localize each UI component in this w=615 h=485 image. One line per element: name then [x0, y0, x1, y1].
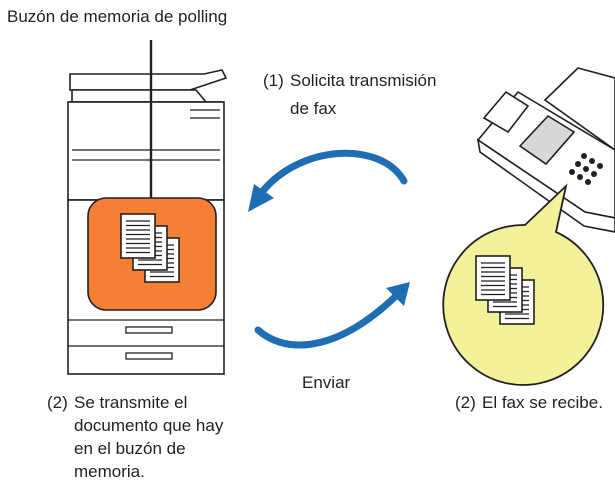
left-caption-number: (2): [47, 393, 68, 412]
left-caption-line-4: memoria.: [74, 462, 145, 481]
mailbox-label: Buzón de memoria de polling: [7, 7, 228, 26]
fax-machine-icon: [476, 67, 615, 233]
fax-keypad-icon: [569, 153, 603, 185]
right-caption-text: El fax se recibe.: [482, 393, 603, 412]
send-label: Enviar: [302, 373, 351, 392]
right-caption: (2) El fax se recibe.: [455, 391, 615, 415]
request-number: (1): [263, 71, 284, 90]
right-caption-number: (2): [455, 393, 476, 412]
left-caption: (2) Se transmite el documento que hay en…: [47, 391, 277, 485]
request-line-2: de fax: [290, 99, 337, 118]
left-caption-line-1: Se transmite el: [74, 393, 188, 412]
left-caption-line-2: documento que hay: [74, 416, 224, 435]
send-arrow-icon: [254, 282, 410, 349]
request-line-1: Solicita transmisión: [290, 71, 437, 90]
left-caption-line-3: en el buzón de: [74, 439, 186, 458]
request-arrow-icon: [248, 149, 408, 212]
